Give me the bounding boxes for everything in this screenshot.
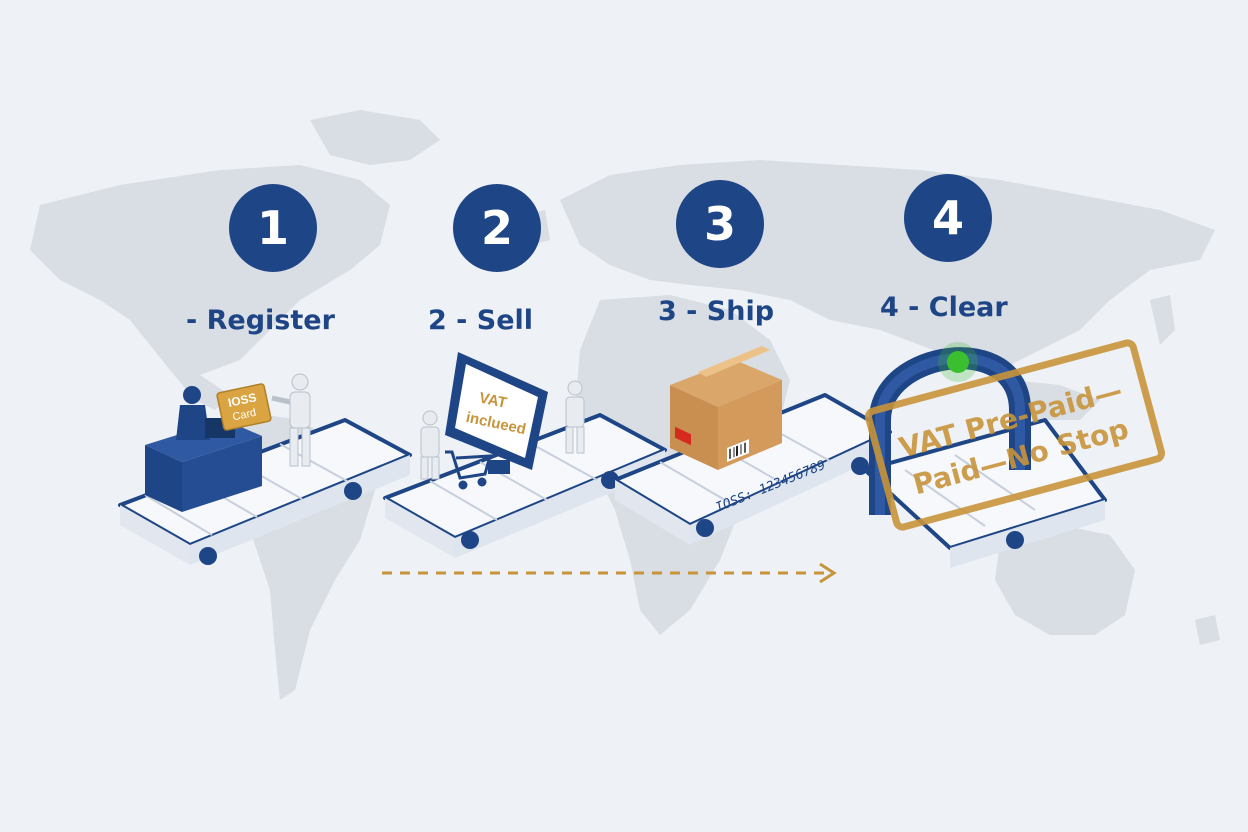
flow-arrow-icon bbox=[382, 562, 837, 584]
step-1-number-badge: 1 bbox=[229, 184, 317, 272]
vat-screen-line1: VAT bbox=[478, 389, 509, 411]
seller-person-icon bbox=[565, 380, 585, 454]
ioss-card-line1: IOSS bbox=[227, 390, 258, 410]
conveyor-belt-1 bbox=[118, 418, 412, 565]
china-flag-icon bbox=[675, 426, 691, 446]
step-4-number: 4 bbox=[932, 191, 964, 245]
ioss-card-line2: Card bbox=[231, 407, 257, 424]
step-4-number-badge: 4 bbox=[904, 174, 992, 262]
step-1-number: 1 bbox=[257, 201, 289, 255]
ioss-card-icon: IOSS Card bbox=[216, 383, 272, 431]
step-2-number-badge: 2 bbox=[453, 184, 541, 272]
monitor-icon: VAT inclueed bbox=[445, 352, 548, 474]
barcode-icon bbox=[727, 439, 749, 462]
shopping-cart-icon bbox=[445, 450, 493, 490]
conveyor-belt-2 bbox=[383, 413, 667, 558]
green-light-icon bbox=[938, 342, 978, 382]
step-4-label: 4 - Clear bbox=[880, 292, 1008, 323]
step-3-number-badge: 3 bbox=[676, 180, 764, 268]
shopper-person-icon bbox=[420, 410, 440, 480]
person-icon bbox=[271, 373, 311, 467]
conveyor-belt-4 bbox=[863, 418, 1107, 568]
step-2-label: 2 - Sell bbox=[428, 305, 534, 336]
step-1-label: - Register bbox=[186, 305, 335, 336]
step-3-label: 3 - Ship bbox=[658, 296, 775, 327]
step-2-number: 2 bbox=[481, 201, 513, 255]
step-3-number: 3 bbox=[704, 197, 736, 251]
clerk-person-icon bbox=[176, 386, 210, 440]
parcel-box-icon bbox=[670, 346, 782, 470]
